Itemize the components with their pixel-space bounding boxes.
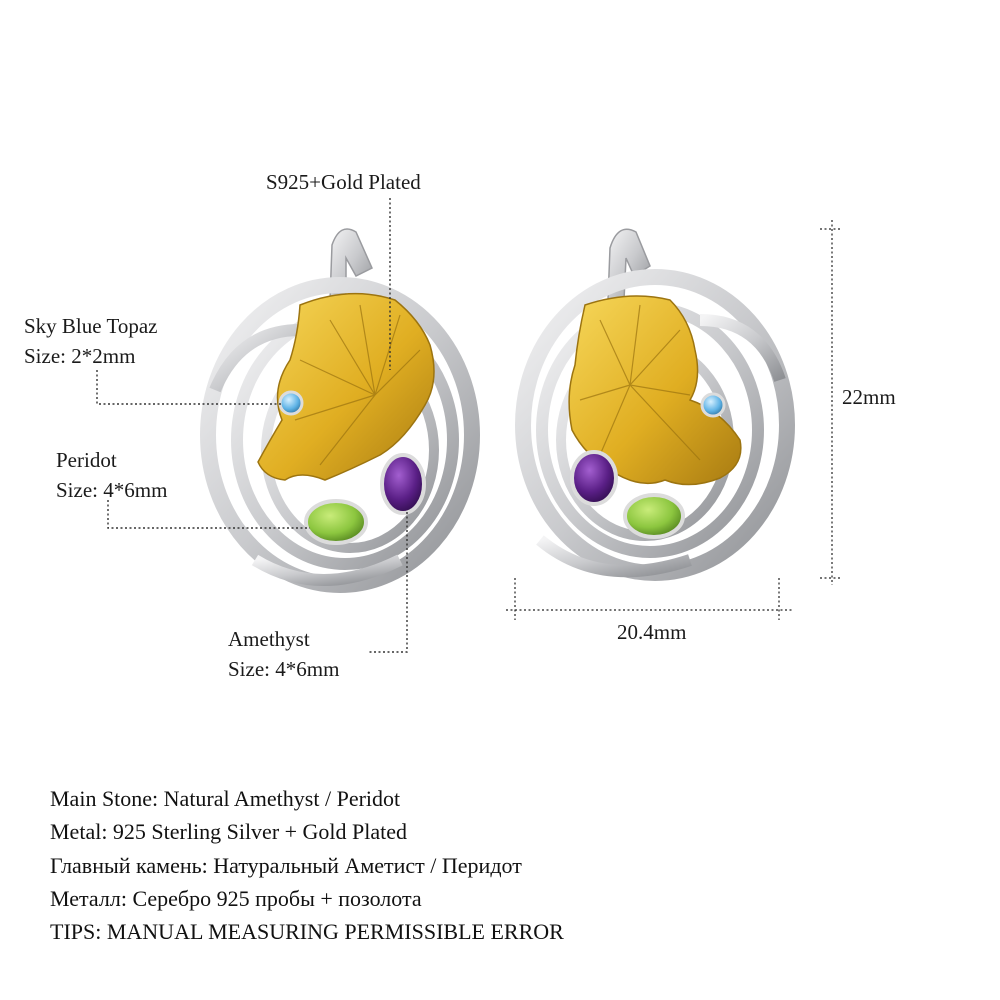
right-gold-leaf — [568, 295, 742, 486]
left-topaz-stone — [278, 390, 304, 416]
height-dimension-line — [820, 220, 842, 585]
right-peridot-stone — [623, 493, 685, 539]
left-peridot-stone — [304, 499, 368, 545]
spec-metal-ru: Металл: Серебро 925 пробы + позолота — [50, 886, 422, 911]
spec-metal: Metal: 925 Sterling Silver + Gold Plated — [50, 819, 408, 844]
peridot-callout-name: Peridot — [56, 448, 117, 472]
callout-leaders — [96, 198, 408, 653]
spec-main-stone: Main Stone: Natural Amethyst / Peridot — [50, 786, 401, 811]
left-earring — [200, 228, 480, 593]
topaz-callout-size: Size: 2*2mm — [24, 344, 136, 368]
metal-callout-label: S925+Gold Plated — [266, 170, 421, 194]
width-dimension-label: 20.4mm — [617, 620, 687, 644]
right-amethyst-stone — [570, 450, 618, 506]
width-dimension-line — [506, 578, 792, 620]
left-amethyst-stone — [380, 453, 426, 515]
spec-main-stone-ru: Главный камень: Натуральный Аметист / Пе… — [50, 853, 522, 878]
right-topaz-stone — [700, 392, 726, 418]
amethyst-callout-size: Size: 4*6mm — [228, 657, 340, 681]
height-dimension-label: 22mm — [842, 385, 896, 409]
left-gold-leaf — [257, 292, 435, 481]
spec-tips: TIPS: MANUAL MEASURING PERMISSIBLE ERROR — [50, 919, 564, 944]
topaz-callout-name: Sky Blue Topaz — [24, 314, 158, 338]
amethyst-callout-name: Amethyst — [228, 627, 310, 651]
right-earring — [515, 228, 795, 581]
peridot-callout-size: Size: 4*6mm — [56, 478, 168, 502]
